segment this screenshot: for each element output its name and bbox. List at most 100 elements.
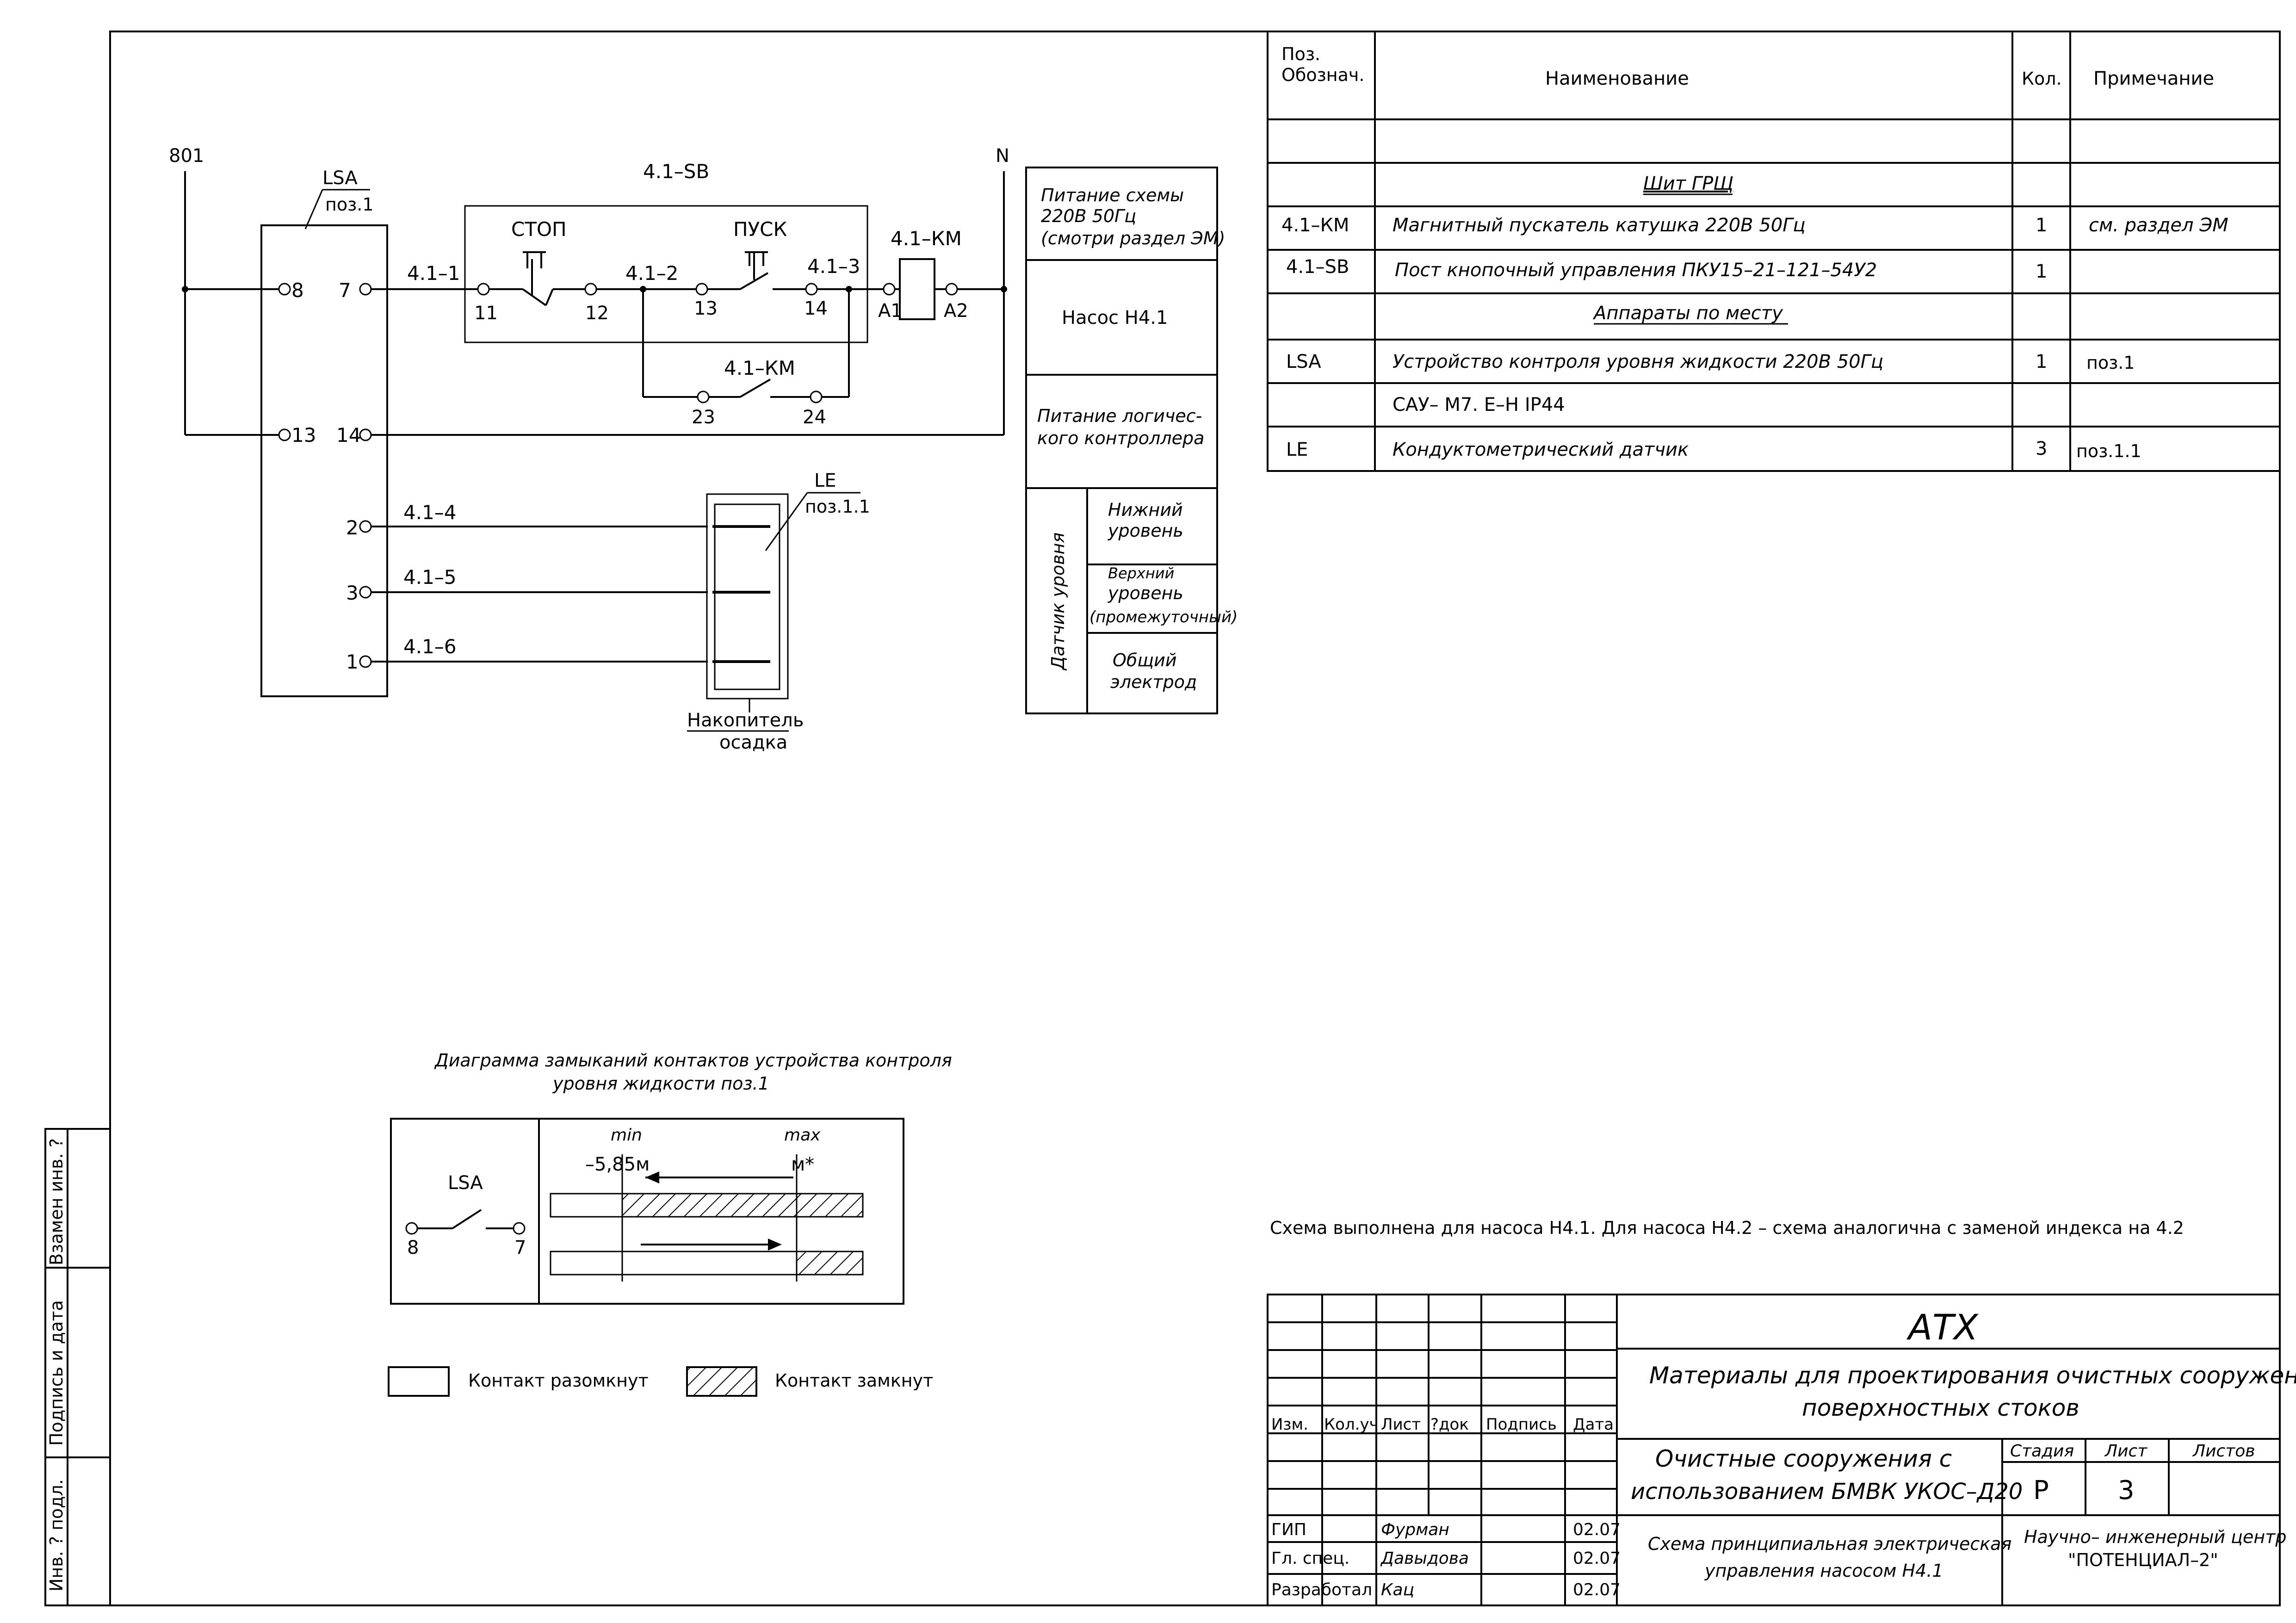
lsa-device-box	[260, 224, 388, 697]
legend: Контакт разомкнут Контакт замкнут	[388, 1366, 933, 1397]
logic-line-1: Питание логичес-	[1037, 406, 1202, 426]
diagram-pin-7: 7	[514, 1237, 526, 1258]
header-note: Примечание	[2093, 68, 2214, 89]
spec-table: Поз. Обознач. Наименование Кол. Примечан…	[1267, 31, 2281, 472]
col-izm: Изм.	[1271, 1415, 1308, 1434]
power-line-2: 220В 50Гц	[1041, 206, 1136, 226]
stage-value: Р	[2033, 1475, 2049, 1505]
coil-a1: A1	[878, 300, 903, 322]
header-qty: Кол.	[2022, 68, 2062, 89]
sheet-title-2: управления насосом Н4.1	[1704, 1561, 1943, 1581]
role-spec: Гл. спец.	[1271, 1549, 1349, 1568]
diagram-lsa: LSA	[448, 1172, 483, 1194]
row-km-qty: 1	[2036, 215, 2047, 236]
wire-4-1-4: 4.1–4	[403, 501, 457, 524]
sheets-label: Листов	[2192, 1442, 2255, 1461]
sheet-frame	[109, 31, 2281, 1606]
button-post-box	[464, 205, 868, 343]
contact-23: 23	[692, 407, 715, 428]
wire-n-label: N	[996, 145, 1009, 167]
km-contact-label: 4.1–КМ	[724, 357, 795, 379]
diagram-max: max	[784, 1126, 821, 1145]
row-shield-name: Шит ГРЩ	[1643, 173, 1733, 194]
header-name: Наименование	[1545, 68, 1689, 89]
title-block: Изм. Кол.уч Лист ?док Подпись Дата ГИП Ф…	[1267, 1294, 2296, 1606]
legend-open-swatch	[388, 1366, 450, 1397]
common-line-1: Общий	[1113, 650, 1177, 670]
bar-top-closed	[621, 1193, 864, 1218]
row-le-poz: LE	[1286, 439, 1308, 460]
diagram-title-2: уровня жидкости поз.1	[552, 1073, 769, 1094]
date-spec: 02.07	[1573, 1549, 1621, 1568]
connection-table: Питание схемы 220В 50Гц (смотри раздел Э…	[1025, 167, 1238, 714]
diagram-title-1: Диаграмма замыканий контактов устройства…	[434, 1050, 952, 1071]
power-line-1: Питание схемы	[1041, 185, 1184, 205]
lower-line-2: уровень	[1108, 520, 1183, 541]
role-dev: Разработал	[1271, 1580, 1372, 1599]
company-line-2: "ПОТЕНЦИАЛ–2"	[2068, 1550, 2218, 1570]
col-date: Дата	[1573, 1415, 1614, 1434]
upper-line-1: Верхний	[1108, 564, 1174, 582]
row-sb-name: Пост кнопочный управления ПКУ15–21–121–5…	[1395, 260, 1877, 281]
diagram-min-value: –5,85м	[585, 1154, 650, 1175]
diagram-pin-8: 8	[407, 1237, 419, 1258]
diagram-min: min	[611, 1126, 642, 1145]
name-dev: Кац	[1381, 1580, 1414, 1599]
wire-4-1-2: 4.1–2	[625, 262, 679, 285]
stop-label: СТОП	[511, 218, 567, 241]
le-label: LE	[814, 470, 836, 491]
col-doc: ?док	[1430, 1415, 1469, 1434]
row-lsa-poz: LSA	[1286, 351, 1321, 372]
terminal-14: 14	[336, 424, 361, 446]
contact-13: 13	[694, 298, 718, 319]
row-sau-name: САУ– М7. Е–Н IP44	[1392, 394, 1565, 415]
legend-closed-label: Контакт замкнут	[775, 1370, 933, 1391]
wire-801-label: 801	[169, 145, 204, 167]
object-line-1: Очистные сооружения с	[1655, 1445, 1952, 1472]
legend-closed-swatch	[686, 1366, 757, 1397]
start-label: ПУСК	[733, 218, 787, 241]
row-field-name: Аппараты по месту	[1592, 303, 1783, 324]
stamp-inv-podl: Инв. ? подл.	[46, 1479, 67, 1592]
power-line-3: (смотри раздел ЭМ)	[1041, 228, 1225, 248]
row-km-poz: 4.1–КМ	[1281, 215, 1349, 236]
bar-bottom-closed	[796, 1251, 864, 1276]
common-line-2: электрод	[1110, 672, 1197, 692]
name-spec: Давыдова	[1380, 1549, 1469, 1568]
lsa-poz-label: поз.1	[325, 194, 374, 215]
contact-14: 14	[804, 298, 828, 319]
coil-a2: A2	[944, 300, 968, 322]
terminal-1: 1	[346, 650, 359, 673]
stage-label: Стадия	[2010, 1442, 2074, 1461]
legend-open-label: Контакт разомкнут	[468, 1370, 649, 1391]
bar-bottom-open	[550, 1251, 798, 1276]
sediment-tank	[706, 493, 789, 700]
company-line-1: Научно– инженерный центр	[2024, 1527, 2286, 1547]
project-line-2: поверхностных стоков	[1802, 1394, 2079, 1421]
contact-11: 11	[474, 303, 498, 324]
object-line-2: использованием БМВК УКОС–Д20	[1631, 1479, 2023, 1505]
date-gip: 02.07	[1573, 1520, 1621, 1539]
contact-24: 24	[803, 407, 826, 428]
col-sign: Подпись	[1486, 1415, 1557, 1434]
row-le-name: Кондуктометрический датчик	[1392, 439, 1689, 460]
project-line-1: Материалы для проектирования очистных со…	[1649, 1362, 2296, 1389]
row-sb-poz: 4.1–SB	[1286, 256, 1349, 278]
terminal-2: 2	[346, 516, 359, 539]
contact-diagram: Диаграмма замыканий контактов устройства…	[390, 1050, 952, 1305]
sheet-value: 3	[2118, 1475, 2135, 1505]
sensor-vertical-label: Датчик уровня	[1048, 533, 1068, 671]
km-coil-label: 4.1–КМ	[891, 227, 962, 250]
name-gip: Фурман	[1381, 1520, 1449, 1539]
tank-label-1: Накопитель	[687, 710, 804, 731]
logic-line-2: кого контроллера	[1037, 428, 1204, 448]
terminal-7: 7	[339, 279, 351, 302]
wire-4-1-6: 4.1–6	[403, 635, 457, 658]
upper-line-2: уровень	[1108, 583, 1183, 603]
col-koluch: Кол.уч	[1324, 1415, 1379, 1434]
row-lsa-name: Устройство контроля уровня жидкости 220В…	[1392, 351, 1883, 372]
lower-line-1: Нижний	[1108, 500, 1183, 520]
upper-line-3: (промежуточный)	[1089, 608, 1238, 626]
row-lsa-qty: 1	[2036, 351, 2047, 372]
header-poz-2: Обознач.	[1281, 65, 1364, 85]
